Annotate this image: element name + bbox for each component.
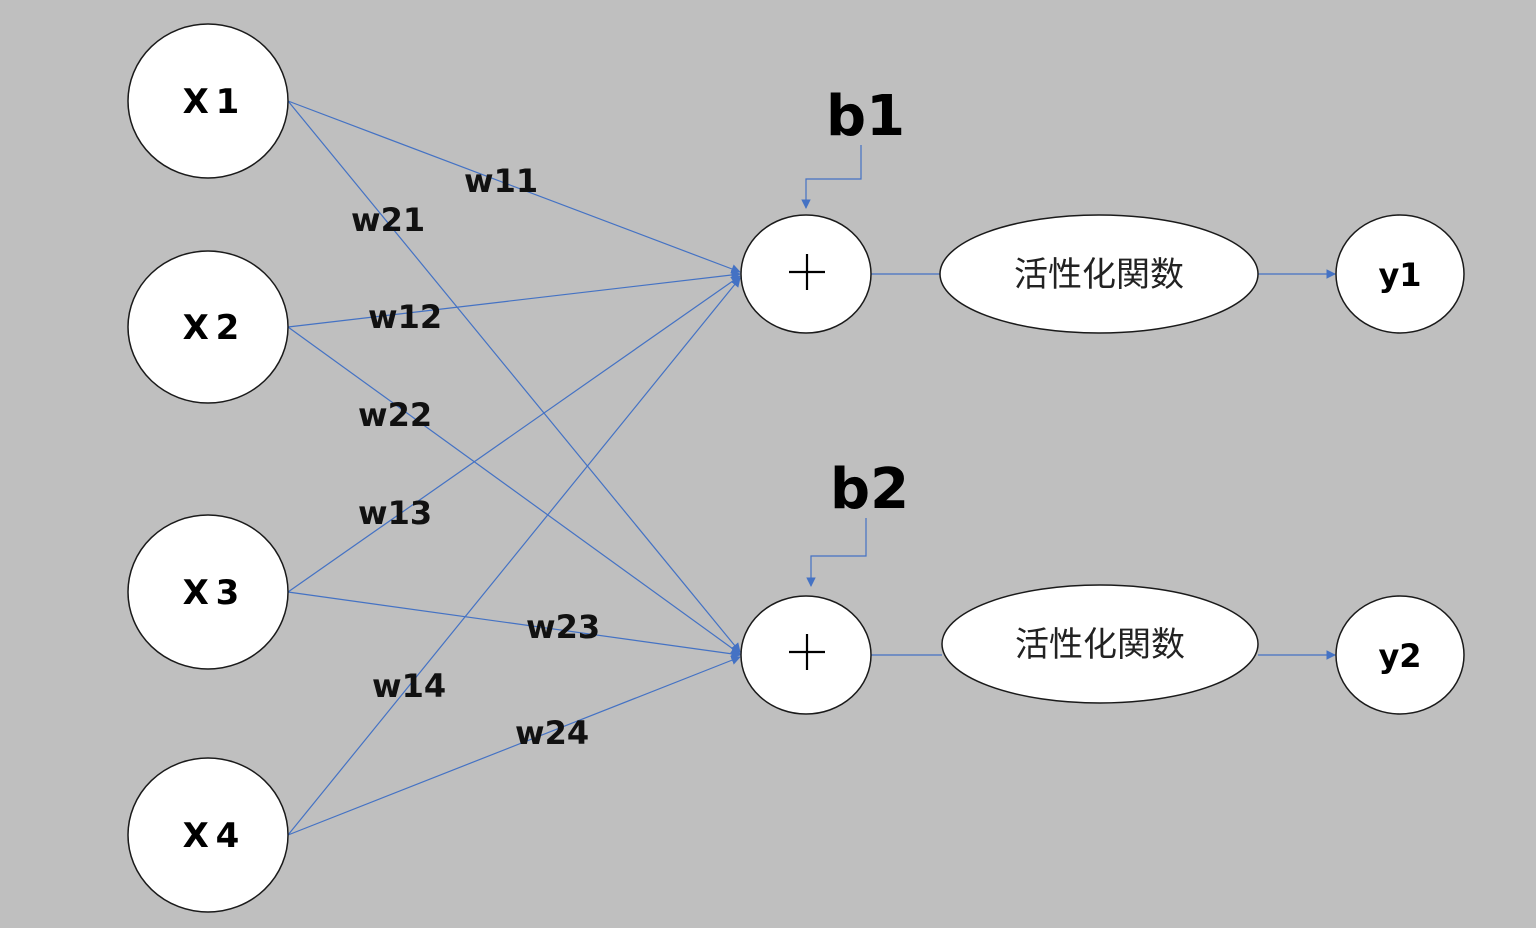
weight-label-w21: w21 — [351, 201, 425, 239]
output-label-y1: y1 — [1378, 256, 1421, 294]
weight-label-w23: w23 — [526, 608, 600, 646]
activation-node-1: 活性化関数 — [939, 214, 1259, 334]
edge-b1 — [801, 145, 862, 209]
edge-x3-s2 — [287, 591, 741, 659]
input-label-x4: X 4 — [183, 816, 240, 856]
output-node-y1: y1 — [1335, 214, 1465, 334]
activation-node-2: 活性化関数 — [941, 584, 1259, 704]
activation-label-2: 活性化関数 — [1015, 625, 1185, 665]
sum-node-1 — [740, 214, 872, 334]
output-label-y2: y2 — [1378, 637, 1421, 675]
input-label-x2: X 2 — [183, 308, 240, 348]
weight-label-w14: w14 — [372, 667, 446, 705]
edge-b2 — [806, 518, 867, 587]
weight-label-w24: w24 — [515, 714, 589, 752]
edge-x4-s1 — [287, 277, 741, 836]
weight-label-w11: w11 — [464, 162, 538, 200]
output-node-y2: y2 — [1335, 595, 1465, 715]
weight-label-w12: w12 — [368, 298, 442, 336]
edge-x3-s1 — [287, 275, 741, 593]
bias-label-b1: b1 — [826, 84, 905, 149]
activation-label-1: 活性化関数 — [1014, 255, 1184, 295]
input-node-x3: X 3 — [127, 514, 289, 670]
edge-x1-s2 — [287, 100, 741, 653]
input-node-x1: X 1 — [127, 23, 289, 179]
edge-x2-s1 — [287, 270, 741, 328]
edge-x2-s2 — [287, 326, 741, 655]
weight-label-w22: w22 — [358, 396, 432, 434]
input-node-x4: X 4 — [127, 757, 289, 913]
weight-label-w13: w13 — [358, 494, 432, 532]
edge-x1-s1 — [287, 100, 741, 274]
sum-node-2 — [740, 595, 872, 715]
input-label-x1: X 1 — [183, 82, 240, 122]
input-label-x3: X 3 — [183, 573, 240, 613]
edge-x4-s2 — [287, 655, 741, 836]
bias-label-b2: b2 — [830, 457, 909, 522]
input-node-x2: X 2 — [127, 250, 289, 404]
